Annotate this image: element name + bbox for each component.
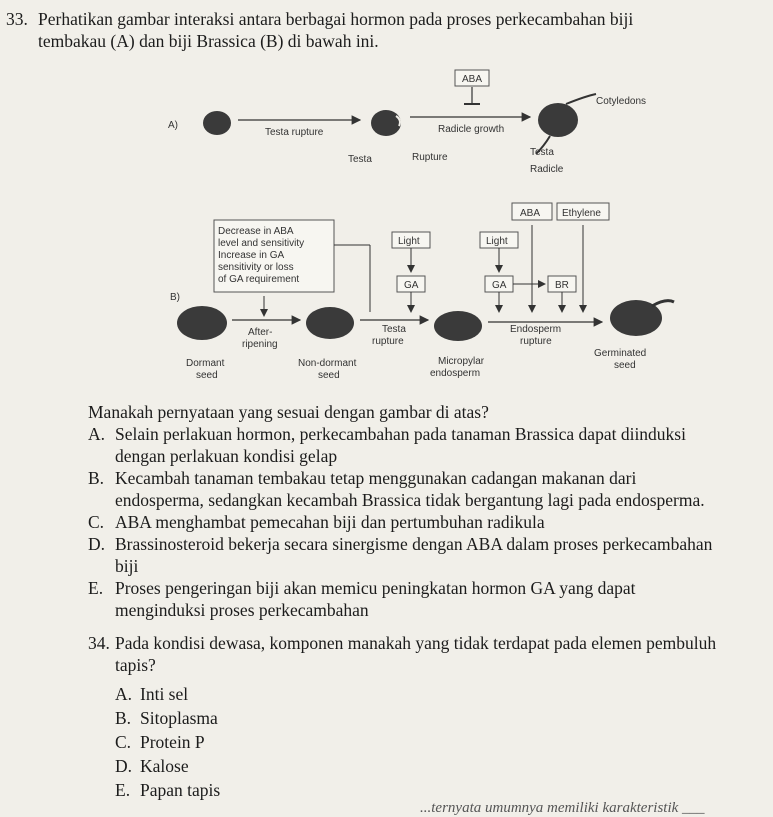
q34-stem-line2: tapis? xyxy=(115,655,156,675)
q33-stem-line1: Perhatikan gambar interaksi antara berba… xyxy=(38,9,634,29)
after-ripening-1: After- xyxy=(248,327,272,338)
light-label-1: Light xyxy=(398,236,420,247)
q33-option-b-line1: Kecambah tanaman tembakau tetap mengguna… xyxy=(115,468,637,488)
testa-rupture-label: Testa rupture xyxy=(265,127,324,138)
panel-a-label: A) xyxy=(168,120,178,131)
q33-option-b-line2: endosperma, sedangkan kecambah Brassica … xyxy=(115,490,705,510)
aba-label-a: ABA xyxy=(462,74,482,85)
ethylene-box xyxy=(556,202,610,221)
q33-number: 33. xyxy=(6,9,28,29)
testa-rupture-b-2: rupture xyxy=(372,336,404,347)
decrease-line-5: of GA requirement xyxy=(218,274,299,285)
nondormant-label-2: seed xyxy=(318,370,340,381)
q34-option-b-text: Sitoplasma xyxy=(140,708,218,728)
radicle-label: Radicle xyxy=(530,164,564,175)
decrease-line-1: Decrease in ABA xyxy=(218,226,294,237)
q33-option-a-letter: A. xyxy=(88,424,106,444)
dormant-seed-label-1: Dormant xyxy=(186,358,225,369)
cotyledons-label: Cotyledons xyxy=(596,96,646,107)
q33-option-e-line2: menginduksi proses perkecambahan xyxy=(115,600,369,620)
q33-option-d-letter: D. xyxy=(88,534,106,554)
q33-option-a-line2: dengan perlakuan kondisi gelap xyxy=(115,446,338,466)
q34-option-e-text: Papan tapis xyxy=(140,780,221,800)
tobacco-seed-intact xyxy=(203,111,231,135)
light-label-2: Light xyxy=(486,236,508,247)
q33-option-d-line2: biji xyxy=(115,556,139,576)
germinated-label-2: seed xyxy=(614,360,636,371)
decrease-line-3: Increase in GA xyxy=(218,250,284,261)
q33-stem-line2: tembakau (A) dan biji Brassica (B) di ba… xyxy=(38,31,379,51)
br-label: BR xyxy=(555,280,569,291)
q34-option-a-letter: A. xyxy=(115,684,133,704)
q34-option-c-text: Protein P xyxy=(140,732,205,752)
endosperm-rupture-1: Endosperm xyxy=(510,324,561,335)
q33-option-b-letter: B. xyxy=(88,468,105,488)
q34-option-b-letter: B. xyxy=(115,708,132,728)
tobacco-seedling xyxy=(538,103,578,137)
endosperm-rupture-2: rupture xyxy=(520,336,552,347)
q34-option-d-letter: D. xyxy=(115,756,133,776)
ga-label-2: GA xyxy=(492,280,507,291)
q34-option-a-text: Inti sel xyxy=(140,684,189,704)
panel-b-label: B) xyxy=(170,292,180,303)
ga-label-1: GA xyxy=(404,280,419,291)
q33-question: Manakah pernyataan yang sesuai dengan ga… xyxy=(88,402,489,422)
q33-option-e-letter: E. xyxy=(88,578,104,598)
radicle-growth-label: Radicle growth xyxy=(438,124,504,135)
dormant-seed-label-2: seed xyxy=(196,370,218,381)
nondormant-label-1: Non-dormant xyxy=(298,358,357,369)
q33-option-c-letter: C. xyxy=(88,512,105,532)
tobacco-seed-ruptured xyxy=(371,110,401,136)
decrease-line-2: level and sensitivity xyxy=(218,238,304,249)
micropylar-seed xyxy=(434,311,482,341)
decrease-aba-box xyxy=(213,219,335,293)
q33-option-c-line1: ABA menghambat pemecahan biji dan pertum… xyxy=(115,512,545,532)
cutoff-next-question: ...ternyata umumnya memiliki karakterist… xyxy=(420,800,705,816)
ethylene-label: Ethylene xyxy=(562,208,601,219)
germination-diagram: A) Testa rupture Testa Rupture ABA Radic… xyxy=(168,69,675,381)
decrease-line-4: sensitivity or loss xyxy=(218,262,294,273)
q34-option-e-letter: E. xyxy=(115,780,131,800)
aba-box-b xyxy=(511,202,553,221)
micropylar-label-2: endosperm xyxy=(430,368,480,379)
germinated-seed xyxy=(610,300,662,336)
aba-box-a xyxy=(454,69,490,87)
q33-option-d-line1: Brassinosteroid bekerja secara sinergism… xyxy=(115,534,713,554)
aba-label-b: ABA xyxy=(520,208,540,219)
rupture-label: Rupture xyxy=(412,152,448,163)
q34-option-c-letter: C. xyxy=(115,732,132,752)
testa-label-1: Testa xyxy=(348,154,372,165)
q34-number: 34. xyxy=(88,633,110,653)
q33-option-e-line1: Proses pengeringan biji akan memicu peni… xyxy=(115,578,636,598)
testa-label-2: Testa xyxy=(530,147,554,158)
q34-option-d-text: Kalose xyxy=(140,756,189,776)
nondormant-seed xyxy=(306,307,354,339)
after-ripening-2: ripening xyxy=(242,339,278,350)
q34-stem-line1: Pada kondisi dewasa, komponen manakah ya… xyxy=(115,633,717,653)
micropylar-label-1: Micropylar xyxy=(438,356,485,367)
germinated-label-1: Germinated xyxy=(594,348,646,359)
dormant-seed xyxy=(177,306,227,340)
testa-rupture-b-1: Testa xyxy=(382,324,406,335)
q33-option-a-line1: Selain perlakuan hormon, perkecambahan p… xyxy=(115,424,686,444)
